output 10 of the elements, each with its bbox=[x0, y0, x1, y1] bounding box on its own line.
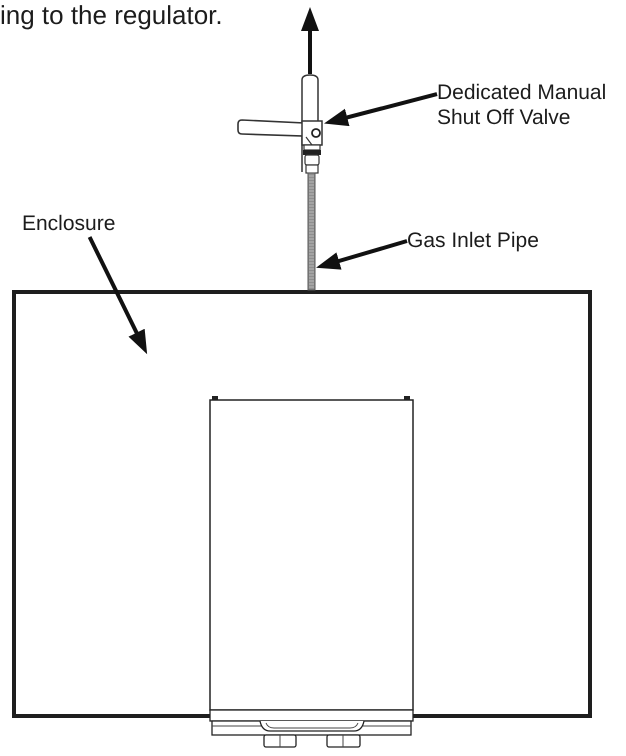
leader-arrow bbox=[315, 239, 408, 270]
callout-label: Dedicated Manual Shut Off Valve bbox=[437, 80, 626, 130]
leader-arrow bbox=[324, 92, 438, 126]
leader-arrow bbox=[88, 236, 149, 356]
callout-label: Gas Inlet Pipe bbox=[407, 228, 557, 254]
callout-label: Enclosure bbox=[22, 211, 126, 237]
leader-arrow bbox=[301, 7, 319, 74]
note-text: ing to the regulator. bbox=[0, 0, 224, 30]
gas-pipe bbox=[307, 173, 316, 290]
shut-off-valve bbox=[236, 74, 324, 173]
